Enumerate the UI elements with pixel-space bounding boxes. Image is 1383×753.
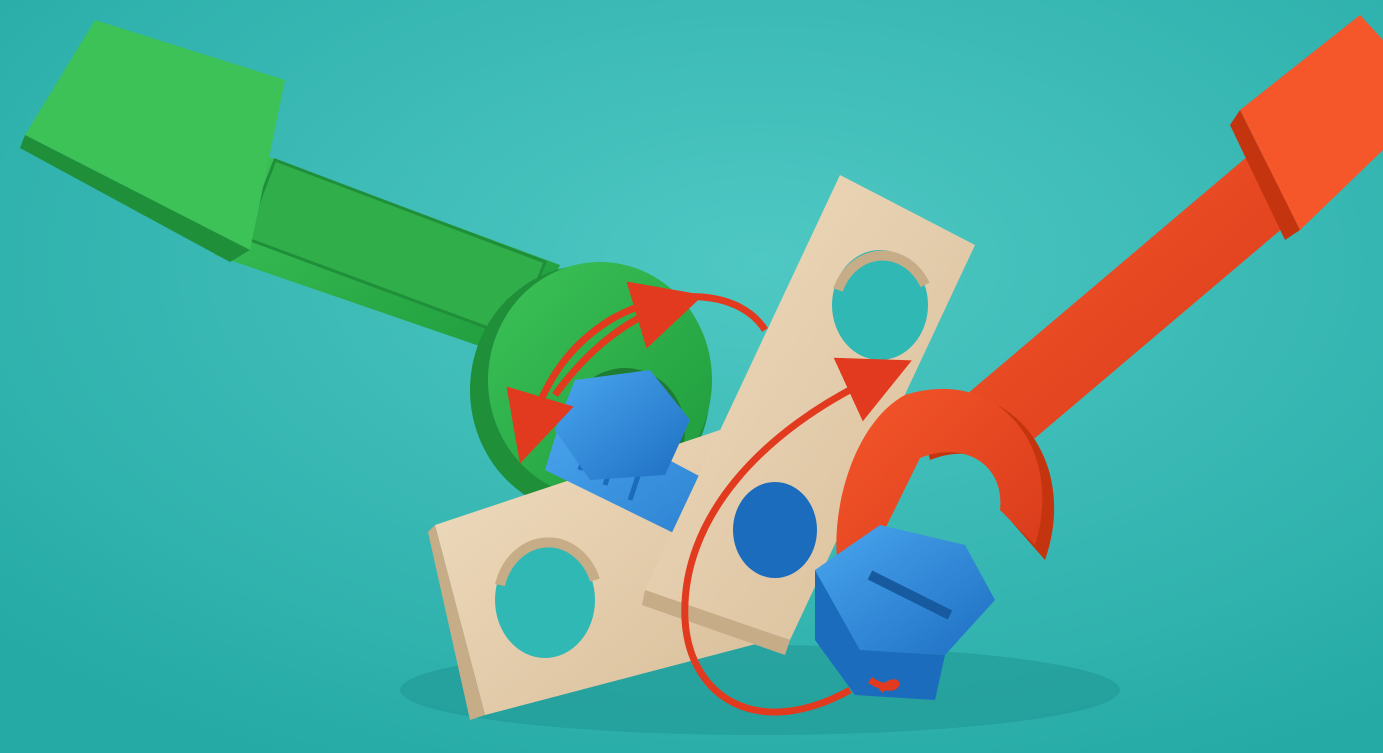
scene [0, 0, 1383, 753]
